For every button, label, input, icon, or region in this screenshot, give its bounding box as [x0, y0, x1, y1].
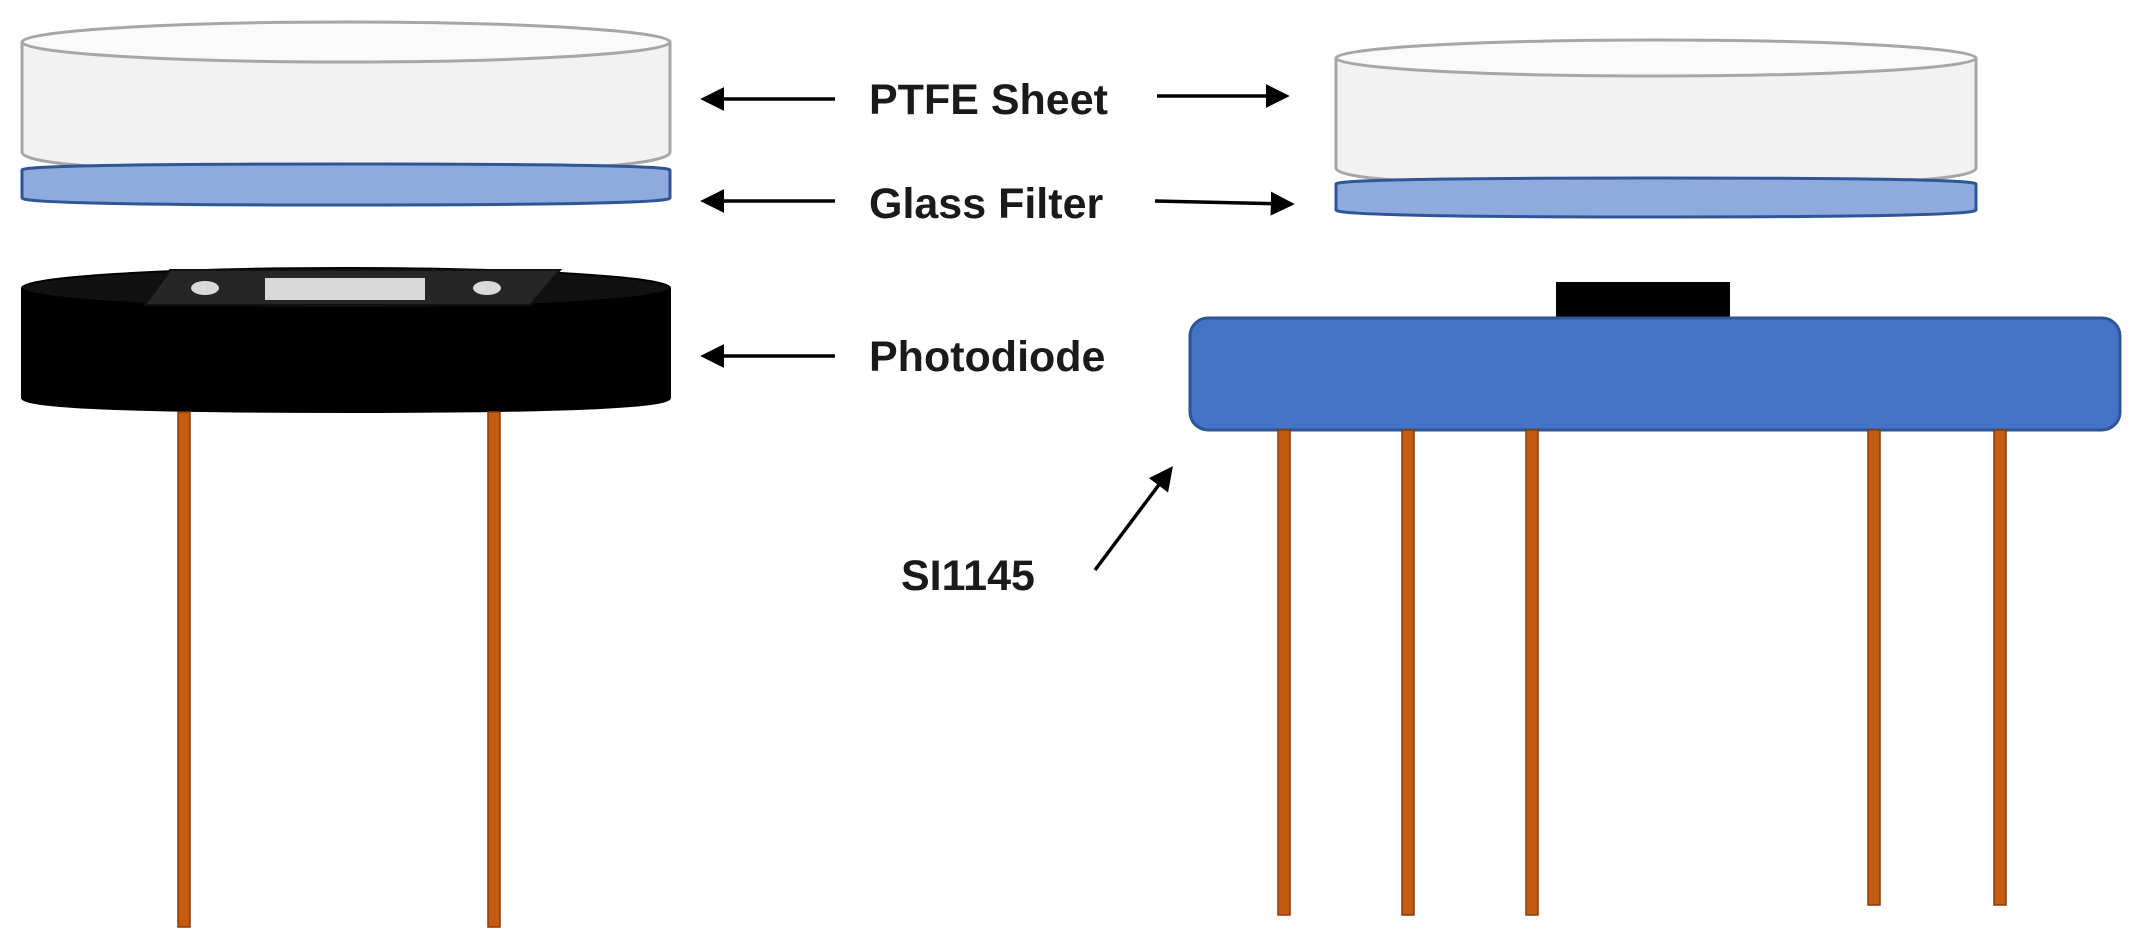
left-assembly	[20, 20, 672, 928]
photodiode-lead-1	[177, 411, 191, 928]
si1145-chip	[1556, 282, 1730, 322]
si1145-pins	[1277, 429, 2007, 916]
photodiode-dot-right	[473, 281, 501, 295]
si1145-board	[1188, 316, 2122, 432]
photodiode-label: Photodiode	[869, 333, 1105, 381]
ptfe-sheet-label: PTFE Sheet	[869, 76, 1108, 124]
photodiode-leads	[177, 411, 501, 928]
si1145-pin-2	[1401, 429, 1415, 916]
ptfe-sheet-right	[1334, 38, 1978, 188]
si1145-pin-3	[1525, 429, 1539, 916]
glass-arrow-right	[1154, 191, 1295, 216]
right-assembly	[1188, 38, 2122, 916]
glass-filter-label: Glass Filter	[869, 180, 1103, 228]
si1145-pin-4	[1867, 429, 1881, 906]
photodiode-dot-left	[191, 281, 219, 295]
si1145-pin-1	[1277, 429, 1291, 916]
photodiode-lead-2	[487, 411, 501, 928]
annotations: PTFE Sheet Glass Filter Photodiode SI114…	[700, 76, 1295, 600]
si1145-pin-5	[1993, 429, 2007, 906]
si1145-label: SI1145	[901, 552, 1035, 600]
photodiode-window	[265, 278, 425, 300]
photodiode-body	[21, 267, 671, 414]
si1145-arrow	[1093, 466, 1173, 572]
ptfe-sheet-left	[20, 20, 672, 174]
glass-filter-right	[1334, 176, 1978, 219]
glass-filter-left	[20, 162, 672, 207]
